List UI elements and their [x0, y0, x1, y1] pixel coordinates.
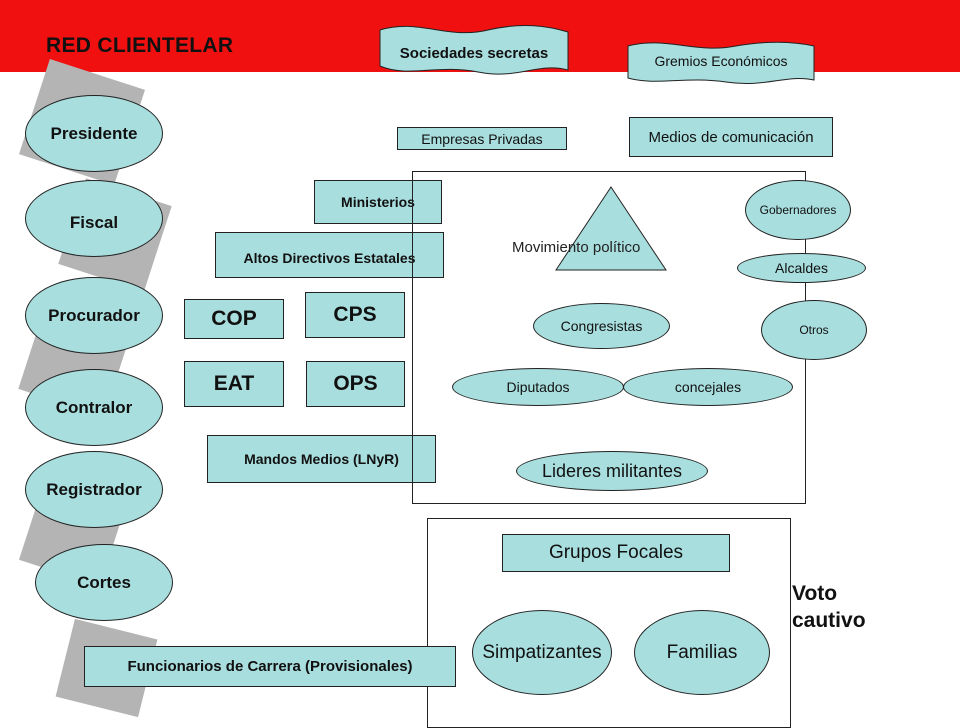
- oval-gobernadores: Gobernadores: [745, 180, 851, 240]
- flag-gremios-label: Gremios Económicos: [654, 53, 788, 69]
- oval-familias: Familias: [634, 610, 770, 695]
- box-ops: OPS: [306, 361, 405, 407]
- oval-contralor: Contralor: [25, 369, 163, 446]
- box-medios-comunicacion: Medios de comunicación: [629, 117, 833, 157]
- oval-concejales: concejales: [623, 368, 793, 406]
- flag-sociedades: [379, 25, 569, 75]
- box-empresas-privadas: Empresas Privadas: [397, 127, 567, 150]
- oval-congresistas: Congresistas: [533, 303, 670, 349]
- vote-label-line1: Voto: [792, 582, 838, 605]
- page-title: RED CLIENTELAR: [46, 34, 234, 57]
- box-altos-directivos: Altos Directivos Estatales: [215, 232, 444, 278]
- vote-label-line2: cautivo: [792, 609, 866, 632]
- movement-label: Movimiento político: [512, 239, 641, 256]
- oval-presidente: Presidente: [25, 95, 163, 172]
- oval-alcaldes: Alcaldes: [737, 253, 866, 283]
- flag-gremios: [627, 41, 815, 85]
- box-grupos-focales: Grupos Focales: [502, 534, 730, 572]
- oval-cortes: Cortes: [35, 544, 173, 621]
- box-cop: COP: [184, 299, 284, 339]
- oval-registrador: Registrador: [25, 451, 163, 528]
- box-mandos-medios: Mandos Medios (LNyR): [207, 435, 436, 483]
- oval-diputados: Diputados: [452, 368, 624, 406]
- oval-simpatizantes: Simpatizantes: [472, 610, 612, 695]
- flag-sociedades-label: Sociedades secretas: [399, 45, 549, 62]
- box-cps: CPS: [305, 292, 405, 338]
- vote-label: Voto cautivo: [792, 580, 866, 634]
- oval-lideres-militantes: Lideres militantes: [516, 451, 708, 491]
- oval-procurador: Procurador: [25, 277, 163, 354]
- oval-otros: Otros: [761, 300, 867, 360]
- box-eat: EAT: [184, 361, 284, 407]
- box-ministerios: Ministerios: [314, 180, 442, 224]
- box-funcionarios-carrera: Funcionarios de Carrera (Provisionales): [84, 646, 456, 687]
- triangle-shape: [555, 186, 667, 271]
- oval-fiscal: Fiscal: [25, 180, 163, 257]
